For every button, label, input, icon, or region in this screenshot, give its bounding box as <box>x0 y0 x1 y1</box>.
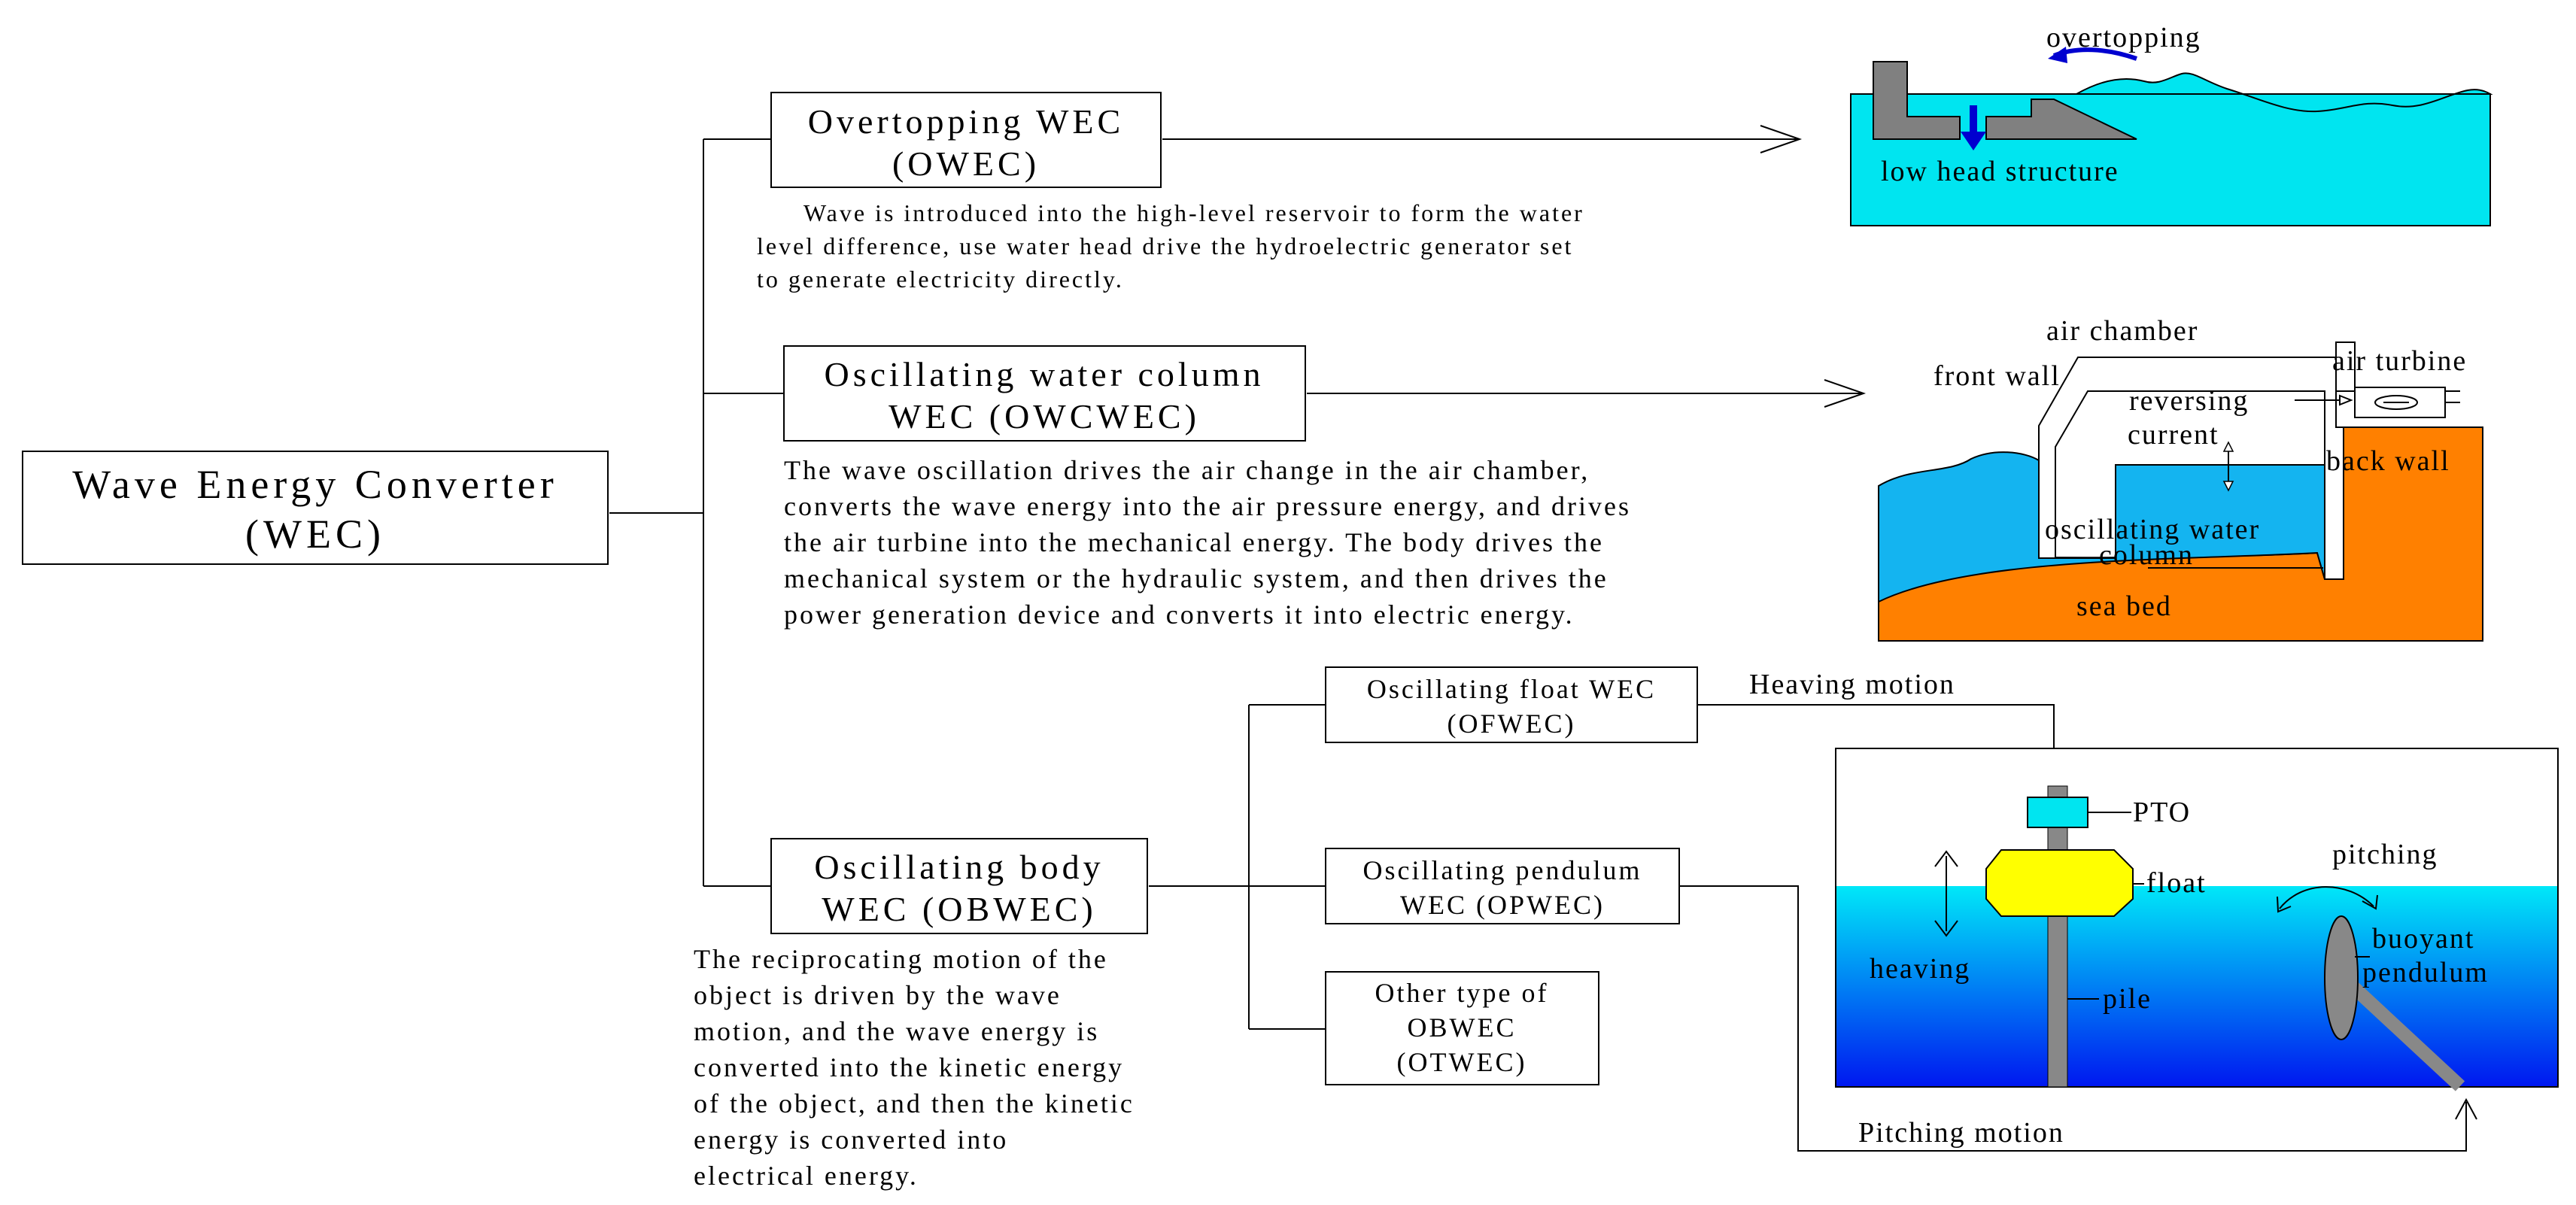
obwec-desc-line: of the object, and then the kinetic <box>694 1088 1135 1118</box>
figure-overtopping: overtopping low head structure <box>1850 22 2493 226</box>
ofwec-title-line2: (OFWEC) <box>1447 709 1576 739</box>
owc-duct <box>2335 341 2356 392</box>
root-title-line2: (WEC) <box>245 511 385 557</box>
label-column: column <box>2099 539 2194 571</box>
obwec-desc-line: energy is converted into <box>694 1125 1008 1155</box>
owec-desc-line: Wave is introduced into the high-level r… <box>803 199 1584 226</box>
float-shape <box>1985 849 2134 917</box>
owec-title-line2: (OWEC) <box>892 144 1040 183</box>
owc-chamber-outline <box>2038 357 2344 580</box>
obwec-desc-line: electrical energy. <box>694 1161 919 1191</box>
node-owcwec: Oscillating water column WEC (OWCWEC) <box>783 345 1306 442</box>
pendulum-body <box>2324 915 2359 1040</box>
node-ofwec: Oscillating float WEC (OFWEC) <box>1325 666 1698 743</box>
obwec-water <box>1836 886 2557 1086</box>
obwec-title-line2: WEC (OBWEC) <box>822 890 1096 928</box>
obwec-desc-line: The reciprocating motion of the <box>694 944 1108 974</box>
pitching-arrow <box>2279 886 2374 909</box>
figure-oscillating-body: Heaving motion Pitching motion PTO float… <box>1749 669 2559 1149</box>
label-back-wall: back wall <box>2326 445 2450 477</box>
label-buoyant: buoyant <box>2372 923 2474 955</box>
owec-desc-line: level difference, use water head drive t… <box>757 232 1573 260</box>
label-sea-bed: sea bed <box>2076 590 2172 622</box>
ofwec-title-line1: Oscillating float WEC <box>1367 674 1656 704</box>
pendulum-arm <box>2338 973 2465 1091</box>
figure-owc: air chamber air turbine front wall rever… <box>1878 315 2483 642</box>
label-air-chamber: air chamber <box>2046 315 2198 347</box>
owc-title-line2: WEC (OWCWEC) <box>889 397 1200 436</box>
root-node-wec: Wave Energy Converter (WEC) <box>22 451 609 565</box>
pile-shape <box>2047 785 2068 1088</box>
label-low-head-structure: low head structure <box>1881 156 2119 187</box>
owc-desc-line: The wave oscillation drives the air chan… <box>784 455 1590 485</box>
label-pitching: pitching <box>2332 839 2438 870</box>
obwec-title-line1: Oscillating body <box>814 848 1104 886</box>
owc-desc-line: power generation device and converts it … <box>784 599 1575 630</box>
label-pendulum: pendulum <box>2362 957 2489 988</box>
label-heaving: heaving <box>1870 953 1970 985</box>
owc-title-line1: Oscillating water column <box>825 355 1265 393</box>
opwec-title-line1: Oscillating pendulum <box>1363 855 1642 885</box>
node-obwec: Oscillating body WEC (OBWEC) <box>770 838 1148 934</box>
owec-wave-surface <box>2073 72 2493 113</box>
owec-title-line1: Overtopping WEC <box>808 102 1124 141</box>
owec-structure <box>1873 61 2137 140</box>
obwec-desc-line: converted into the kinetic energy <box>694 1052 1124 1082</box>
owec-down-arrow-head <box>1961 132 1986 150</box>
label-pto: PTO <box>2133 797 2191 828</box>
obwec-description: The reciprocating motion of the object i… <box>694 944 1135 1191</box>
node-opwec: Oscillating pendulum WEC (OPWEC) <box>1325 848 1680 924</box>
owec-desc-line: to generate electricity directly. <box>757 266 1124 293</box>
otwec-title-line2: OBWEC <box>1408 1012 1517 1043</box>
owec-down-arrow-shaft <box>1970 105 1977 135</box>
label-current: current <box>2128 419 2219 451</box>
label-oscillating-water: oscillating water <box>2045 514 2260 545</box>
label-overtopping: overtopping <box>2046 22 2201 53</box>
label-float: float <box>2146 867 2207 899</box>
node-otwec: Other type of OBWEC (OTWEC) <box>1325 971 1599 1085</box>
otwec-title-line1: Other type of <box>1375 978 1549 1008</box>
obwec-desc-line: motion, and the wave energy is <box>694 1016 1099 1046</box>
otwec-title-line3: (OTWEC) <box>1397 1047 1527 1077</box>
pto-box <box>2027 797 2088 828</box>
label-reversing: reversing <box>2129 385 2249 417</box>
label-front-wall: front wall <box>1934 360 2061 392</box>
owc-description: The wave oscillation drives the air chan… <box>784 455 1631 630</box>
opwec-title-line2: WEC (OPWEC) <box>1400 890 1605 920</box>
label-heaving-motion: Heaving motion <box>1749 669 1955 700</box>
owc-desc-line: mechanical system or the hydraulic syste… <box>784 563 1608 593</box>
root-title-line1: Wave Energy Converter <box>72 462 557 507</box>
owc-desc-line: the air turbine into the mechanical ener… <box>784 527 1604 557</box>
owec-description: Wave is introduced into the high-level r… <box>757 199 1584 293</box>
obwec-desc-line: object is driven by the wave <box>694 980 1062 1010</box>
node-owec: Overtopping WEC (OWEC) <box>770 92 1162 188</box>
owc-desc-line: converts the wave energy into the air pr… <box>784 491 1631 521</box>
label-pitching-motion: Pitching motion <box>1858 1117 2064 1149</box>
overtopping-arrow-head <box>2048 47 2067 63</box>
label-pile: pile <box>2103 983 2152 1015</box>
label-air-turbine: air turbine <box>2332 345 2467 377</box>
